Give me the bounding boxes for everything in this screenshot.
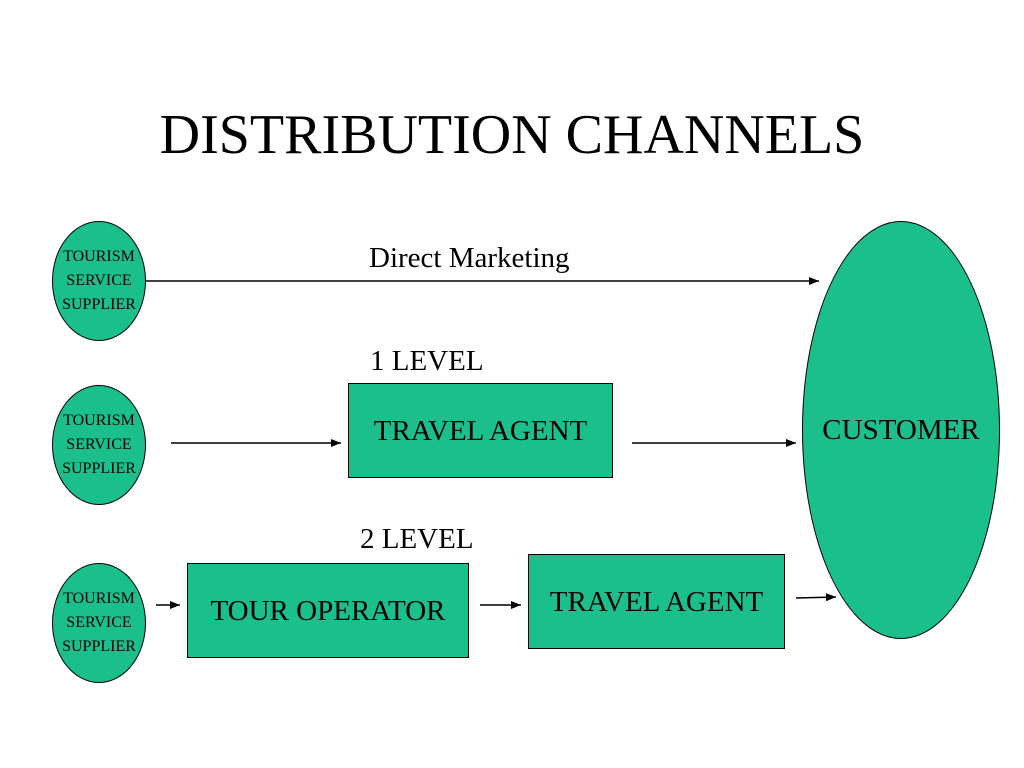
direct-marketing-label: Direct Marketing xyxy=(369,242,570,274)
arrow-travel-agent-to-customer-level-2 xyxy=(795,593,837,602)
slide-title: DISTRIBUTION CHANNELS xyxy=(159,104,865,166)
tour-operator-box: TOUR OPERATOR xyxy=(187,563,469,658)
travel-agent-box-level-2-label: TRAVEL AGENT xyxy=(549,585,764,618)
level-2-label: 2 LEVEL xyxy=(360,523,474,555)
supplier-node-1: TOURISM SERVICE SUPPLIER xyxy=(52,221,146,341)
supplier-node-2: TOURISM SERVICE SUPPLIER xyxy=(52,385,146,505)
level-1-label: 1 LEVEL xyxy=(370,345,484,377)
travel-agent-box-level-1: TRAVEL AGENT xyxy=(348,383,613,478)
supplier-node-3: TOURISM SERVICE SUPPLIER xyxy=(52,563,146,683)
travel-agent-box-level-1-label: TRAVEL AGENT xyxy=(373,414,588,447)
supplier-node-2-label: TOURISM SERVICE SUPPLIER xyxy=(62,412,136,477)
supplier-node-3-label: TOURISM SERVICE SUPPLIER xyxy=(62,590,136,655)
travel-agent-box-level-2: TRAVEL AGENT xyxy=(528,554,785,649)
customer-node-label: CUSTOMER xyxy=(822,413,980,446)
tour-operator-box-label: TOUR OPERATOR xyxy=(210,594,446,627)
supplier-node-1-label: TOURISM SERVICE SUPPLIER xyxy=(62,248,136,313)
customer-node: CUSTOMER xyxy=(802,221,1000,639)
